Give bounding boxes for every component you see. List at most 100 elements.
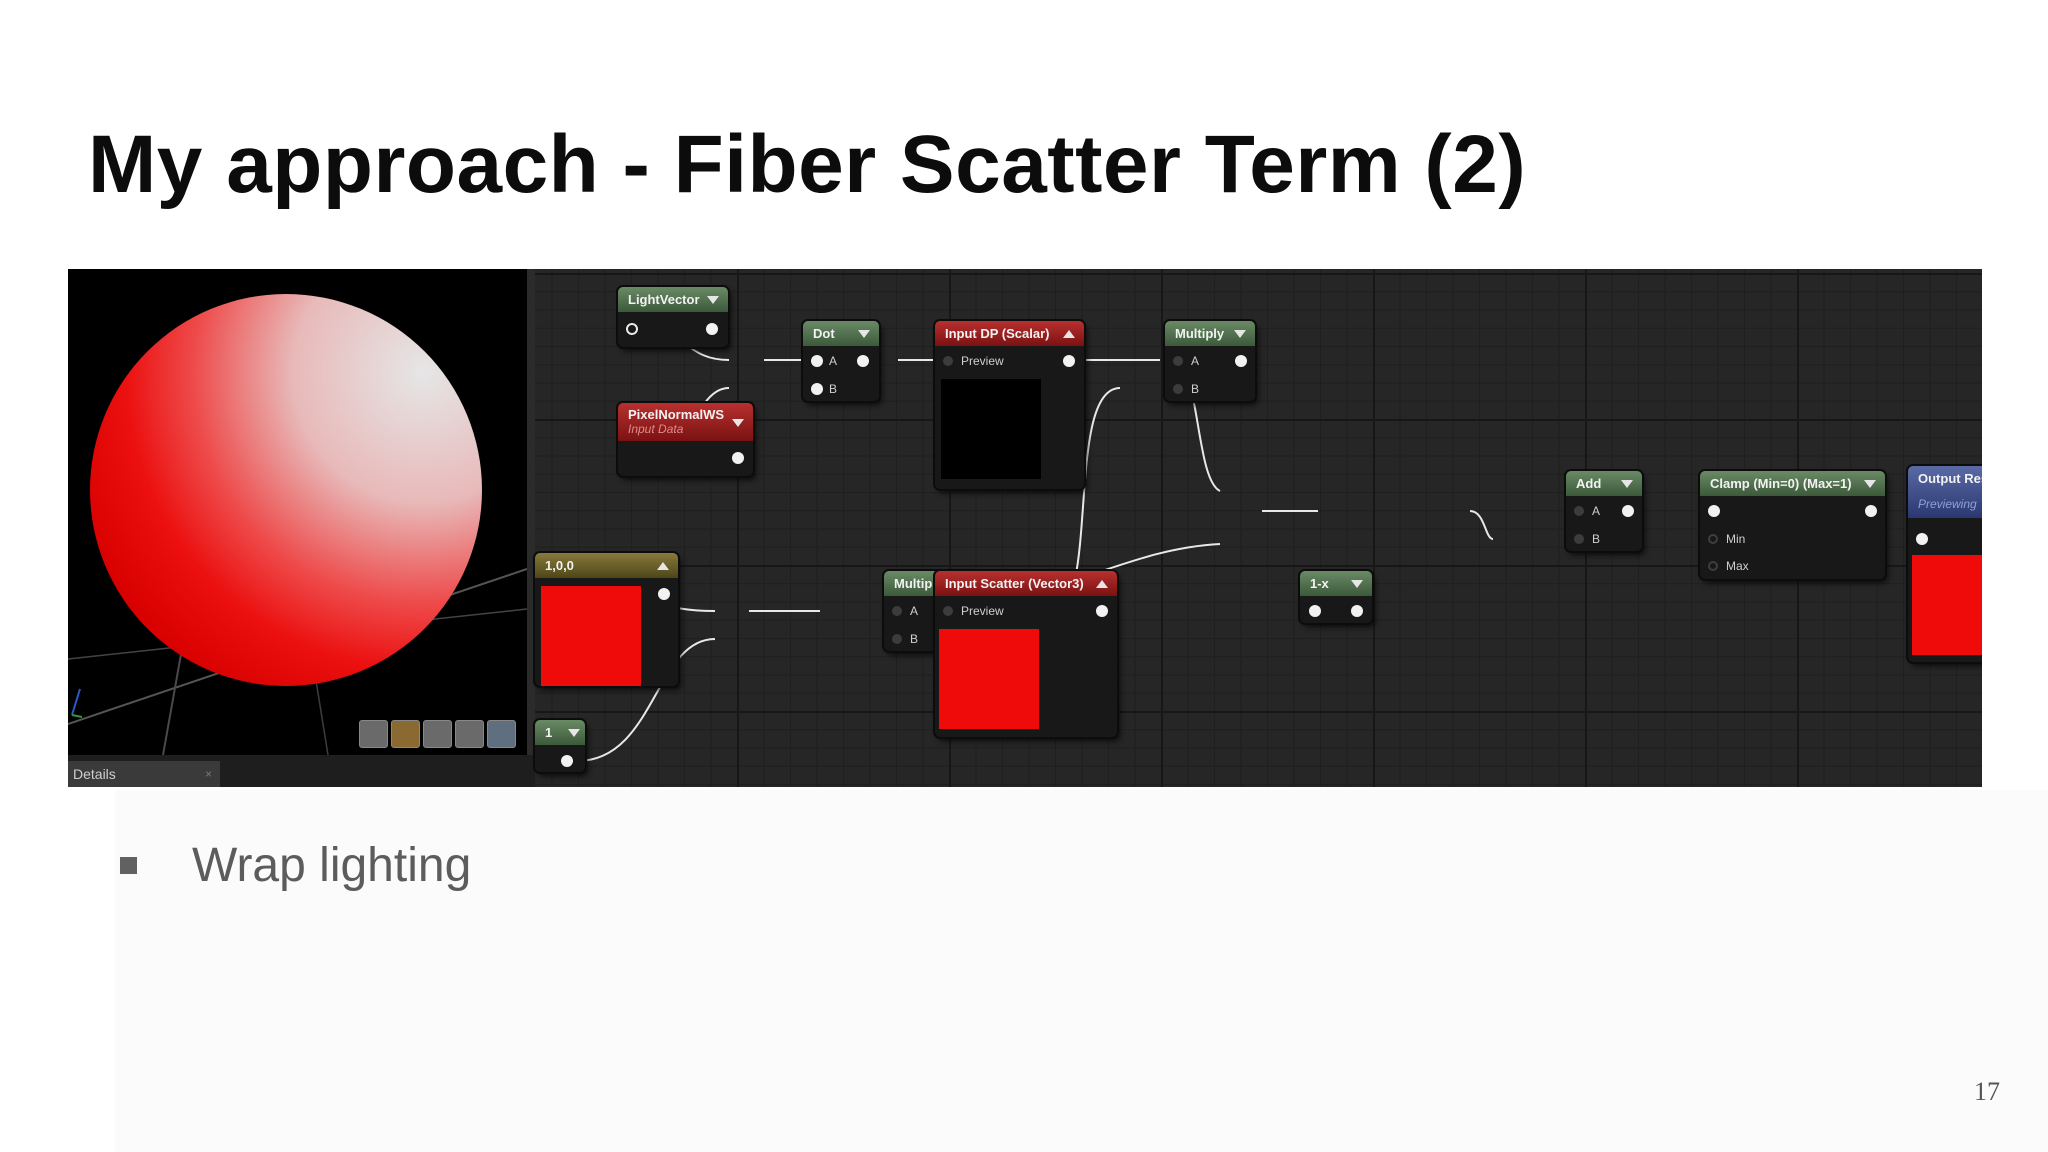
node-clamp[interactable]: Clamp (Min=0) (Max=1) Min Max (1700, 471, 1885, 579)
output-pin[interactable] (732, 452, 744, 464)
preview-thumbnail (941, 379, 1041, 479)
node-input-scatter[interactable]: Input Scatter (Vector3) Preview (935, 571, 1117, 737)
input-pin-a[interactable] (892, 606, 902, 616)
pin-label: A (1191, 354, 1200, 368)
output-pin[interactable] (1235, 355, 1247, 367)
output-pin[interactable] (1063, 355, 1075, 367)
collapse-icon[interactable] (1621, 480, 1633, 488)
node-title: 1,0,0 (545, 558, 574, 573)
node-title: Add (1576, 476, 1602, 491)
bullet-marker (120, 857, 137, 874)
viewport-scene (68, 294, 527, 755)
sphere-icon[interactable] (391, 720, 420, 748)
cylinder-icon[interactable] (359, 720, 388, 748)
slide-lower-background (115, 790, 2048, 1152)
collapse-icon[interactable] (1234, 330, 1246, 338)
collapse-icon[interactable] (1864, 480, 1876, 488)
node-title: Input DP (Scalar) (945, 326, 1050, 341)
slide-title: My approach - Fiber Scatter Term (2) (88, 119, 1527, 210)
node-header: Clamp (Min=0) (Max=1) (1700, 471, 1885, 496)
axis-y-icon (71, 714, 83, 718)
node-header: Output ResultPreviewing (1908, 466, 1982, 518)
expand-icon[interactable] (657, 562, 669, 570)
pin-label: Preview (961, 604, 1004, 618)
close-icon[interactable]: × (204, 767, 212, 781)
collapse-icon[interactable] (1351, 580, 1363, 588)
input-pin[interactable] (943, 356, 953, 366)
input-pin[interactable] (1309, 605, 1321, 617)
node-one-minus[interactable]: 1-x (1300, 571, 1372, 623)
node-multiply-top[interactable]: Multiply A B (1165, 321, 1255, 401)
node-header: 1,0,0 (535, 553, 678, 578)
node-header: Add (1566, 471, 1642, 496)
input-pin-a[interactable] (811, 355, 823, 367)
viewport-splitter[interactable] (527, 269, 535, 787)
input-pin-min[interactable] (1708, 534, 1718, 544)
node-add[interactable]: Add A B (1566, 471, 1642, 551)
input-pin[interactable] (943, 606, 953, 616)
node-dot[interactable]: Dot A B (803, 321, 879, 401)
output-pin[interactable] (1351, 605, 1363, 617)
output-pin[interactable] (1622, 505, 1634, 517)
node-output-result[interactable]: Output ResultPreviewing (1908, 466, 1982, 662)
node-input-dp[interactable]: Input DP (Scalar) Preview (935, 321, 1084, 489)
collapse-icon[interactable] (858, 330, 870, 338)
output-pin[interactable] (658, 588, 670, 600)
bullet-text: Wrap lighting (192, 839, 472, 892)
input-pin-b[interactable] (811, 383, 823, 395)
input-pin[interactable] (1708, 505, 1720, 517)
wire-clamp-output (1469, 510, 1494, 540)
page-number: 17 (1974, 1077, 2000, 1106)
output-pin[interactable] (1096, 605, 1108, 617)
node-header: 1 (535, 720, 585, 745)
expand-icon[interactable] (1063, 330, 1075, 338)
collapse-icon[interactable] (568, 729, 580, 737)
collapse-icon[interactable] (707, 296, 719, 304)
node-header: Dot (803, 321, 879, 346)
input-pin-max[interactable] (1708, 561, 1718, 571)
pin-label: A (910, 604, 919, 618)
node-title: Dot (813, 326, 835, 341)
input-pin-a[interactable] (1574, 506, 1584, 516)
node-subtitle: Previewing (1918, 497, 1977, 511)
node-constant-vector[interactable]: 1,0,0 (535, 553, 678, 686)
input-pin-a[interactable] (1173, 356, 1183, 366)
pin-label: Max (1726, 559, 1749, 573)
node-header: Multiply (1165, 321, 1255, 346)
node-title: Multiply (894, 576, 944, 591)
pin-label: B (910, 632, 919, 646)
input-pin[interactable] (626, 323, 638, 335)
collapse-icon[interactable] (732, 419, 744, 427)
cube-icon[interactable] (455, 720, 484, 748)
details-tab-label: Details (73, 766, 116, 782)
pin-label: A (1592, 504, 1601, 518)
details-tab[interactable]: Details × (68, 761, 220, 787)
input-pin-b[interactable] (892, 634, 902, 644)
output-pin[interactable] (1865, 505, 1877, 517)
output-pin[interactable] (706, 323, 718, 335)
node-header: Input DP (Scalar) (935, 321, 1084, 346)
output-pin[interactable] (857, 355, 869, 367)
preview-sphere (90, 294, 482, 686)
node-title: LightVector (628, 292, 700, 307)
input-pin[interactable] (1916, 533, 1928, 545)
node-title: 1 (545, 725, 553, 740)
node-header: 1-x (1300, 571, 1372, 596)
pin-label: B (1191, 382, 1200, 396)
material-editor-screenshot: Details × LightVector (68, 269, 1982, 787)
pin-label: B (1592, 532, 1601, 546)
plane-icon[interactable] (423, 720, 452, 748)
preview-viewport[interactable] (68, 269, 527, 755)
expand-icon[interactable] (1096, 580, 1108, 588)
input-pin-b[interactable] (1173, 384, 1183, 394)
node-constant-one[interactable]: 1 (535, 720, 585, 772)
node-title: 1-x (1310, 576, 1329, 591)
node-light-vector[interactable]: LightVector (618, 287, 728, 347)
pin-label: Preview (961, 354, 1004, 368)
input-pin-b[interactable] (1574, 534, 1584, 544)
teapot-icon[interactable] (487, 720, 516, 748)
output-pin[interactable] (561, 755, 573, 767)
pin-label: A (829, 354, 838, 368)
